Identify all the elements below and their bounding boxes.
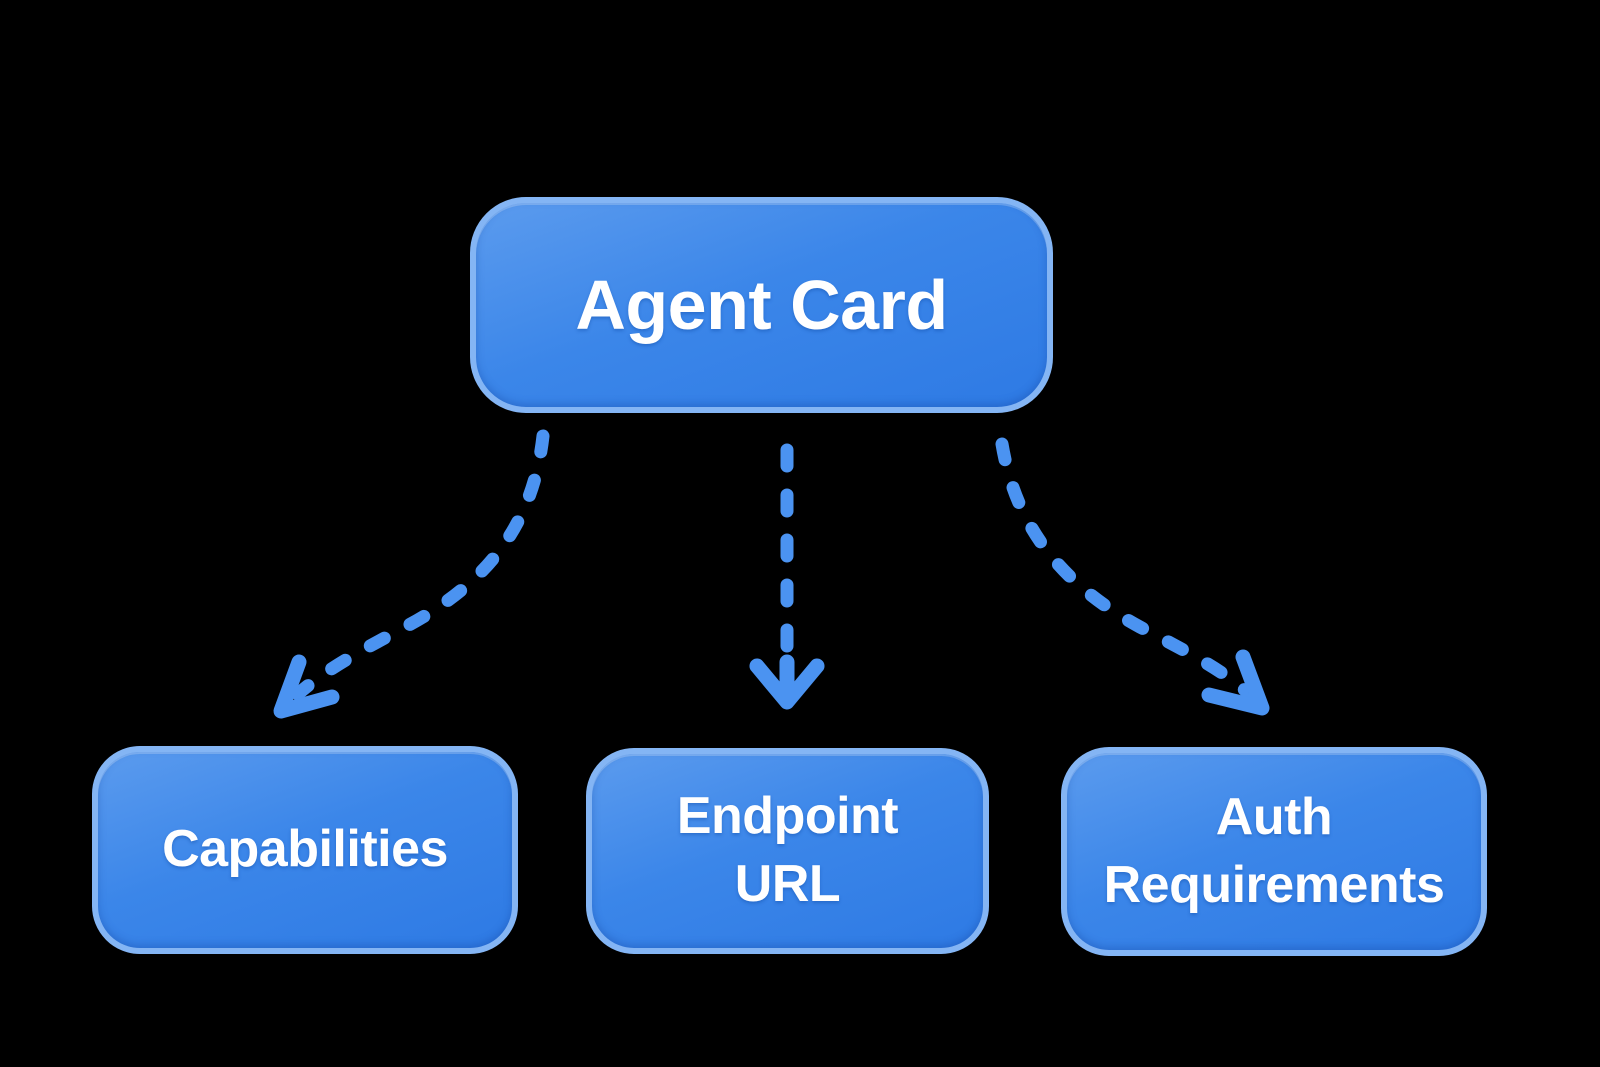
node-auth-requirements: Auth Requirements (1061, 747, 1487, 956)
node-auth-requirements-label: Auth Requirements (1103, 787, 1445, 914)
node-capabilities: Capabilities (92, 746, 518, 954)
dashed-connector (291, 429, 550, 701)
arrowhead-down-right-icon (1201, 649, 1270, 716)
node-agent-card: Agent Card (470, 197, 1053, 413)
node-agent-card-label: Agent Card (575, 266, 948, 344)
node-capabilities-label: Capabilities (162, 820, 448, 879)
arrowhead-down-left-icon (273, 654, 340, 719)
dashed-connector (995, 437, 1254, 699)
arrow-root-to-endpoint-url (749, 443, 825, 710)
arrowhead-down-icon (749, 654, 825, 710)
node-endpoint-url-label: Endpoint URL (676, 787, 899, 913)
node-endpoint-url: Endpoint URL (586, 748, 989, 954)
arrow-root-to-capabilities (273, 429, 550, 719)
arrow-root-to-auth-requirements (995, 437, 1270, 716)
